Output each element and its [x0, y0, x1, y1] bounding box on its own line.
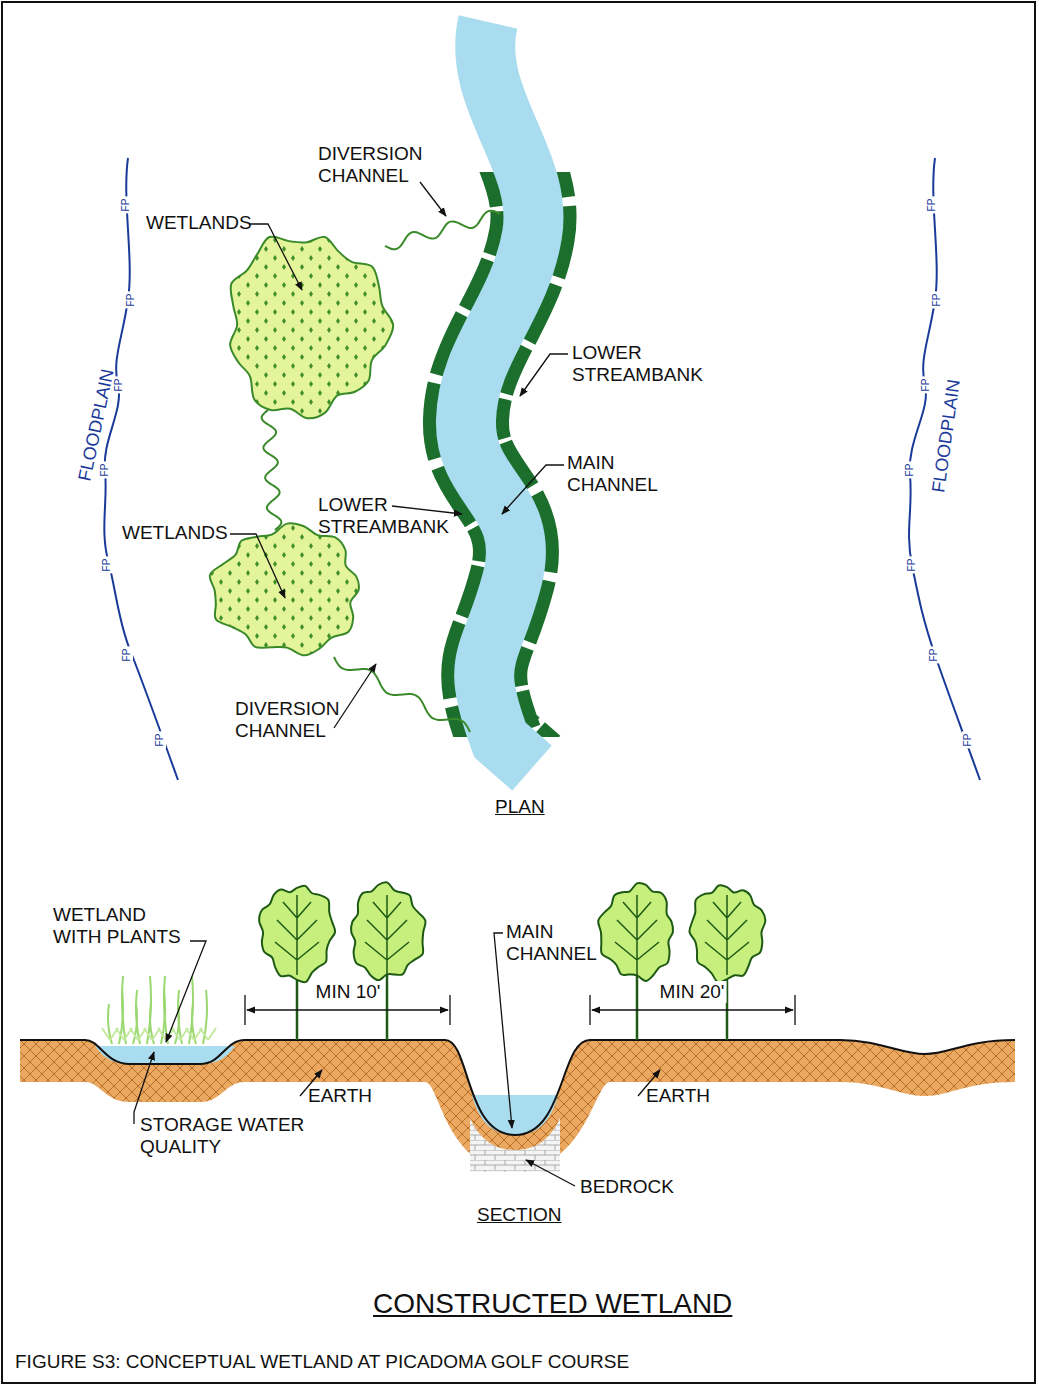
- callout-label: WETLAND WITH PLANTS: [53, 904, 193, 948]
- floodplain-marker: FP: [962, 732, 974, 749]
- dimension-label: MIN 10': [314, 981, 383, 1003]
- callout-label: LOWER STREAMBANK: [572, 342, 722, 386]
- dimension-label: MIN 20': [658, 981, 727, 1003]
- floodplain-marker: FP: [113, 377, 125, 394]
- plant: [200, 1028, 216, 1040]
- floodplain-marker: FP: [928, 647, 940, 664]
- callout-label: WETLANDS: [146, 212, 252, 234]
- plant: [122, 976, 126, 1044]
- plant: [116, 1028, 132, 1040]
- callout-label: STORAGE WATER QUALITY: [140, 1114, 310, 1158]
- floodplain-label: FLOODPLAIN: [928, 378, 964, 494]
- floodplain-marker: FP: [904, 462, 916, 479]
- plant: [172, 1028, 188, 1040]
- floodplain-marker: FP: [120, 197, 132, 214]
- drawing-title: CONSTRUCTED WETLAND: [373, 1288, 732, 1320]
- plant: [158, 1028, 174, 1040]
- tree: [259, 886, 335, 1040]
- diversion-channel: [385, 211, 500, 250]
- tree: [598, 883, 673, 1040]
- callout-label: EARTH: [308, 1085, 372, 1107]
- plant: [130, 1028, 146, 1040]
- wetland: [210, 523, 359, 655]
- tree: [351, 882, 425, 1040]
- plant: [136, 990, 140, 1044]
- callout-label: EARTH: [646, 1085, 710, 1107]
- floodplain-marker: FP: [154, 732, 166, 749]
- floodplain-label: FLOODPLAIN: [74, 367, 117, 483]
- wetland: [230, 237, 393, 419]
- floodplain-marker: FP: [906, 557, 918, 574]
- view-heading: PLAN: [495, 796, 545, 818]
- diversion-channel: [334, 657, 470, 732]
- callout-label: LOWER STREAMBANK: [318, 494, 468, 538]
- callout-label: WETLANDS: [122, 522, 228, 544]
- plant: [186, 1028, 202, 1040]
- callout-label: DIVERSION CHANNEL: [318, 143, 436, 187]
- tree: [689, 885, 765, 1040]
- floodplain-marker: FP: [99, 462, 111, 479]
- callout-label: MAIN CHANNEL: [567, 452, 677, 496]
- callout-label: DIVERSION CHANNEL: [235, 698, 353, 742]
- plant: [144, 1028, 160, 1040]
- callout-label: BEDROCK: [580, 1176, 674, 1198]
- view-heading: SECTION: [477, 1204, 561, 1226]
- plant: [178, 990, 182, 1044]
- plant: [102, 1028, 118, 1040]
- plant: [164, 976, 168, 1044]
- floodplain-marker: FP: [931, 292, 943, 309]
- floodplain-marker: FP: [121, 647, 133, 664]
- diversion-channel: [262, 410, 282, 530]
- floodplain-marker: FP: [101, 557, 113, 574]
- floodplain-marker: FP: [920, 377, 932, 394]
- callout-label: MAIN CHANNEL: [506, 921, 606, 965]
- floodplain-marker: FP: [926, 197, 938, 214]
- floodplain-marker: FP: [125, 292, 137, 309]
- figure-caption: FIGURE S3: CONCEPTUAL WETLAND AT PICADOM…: [15, 1351, 629, 1373]
